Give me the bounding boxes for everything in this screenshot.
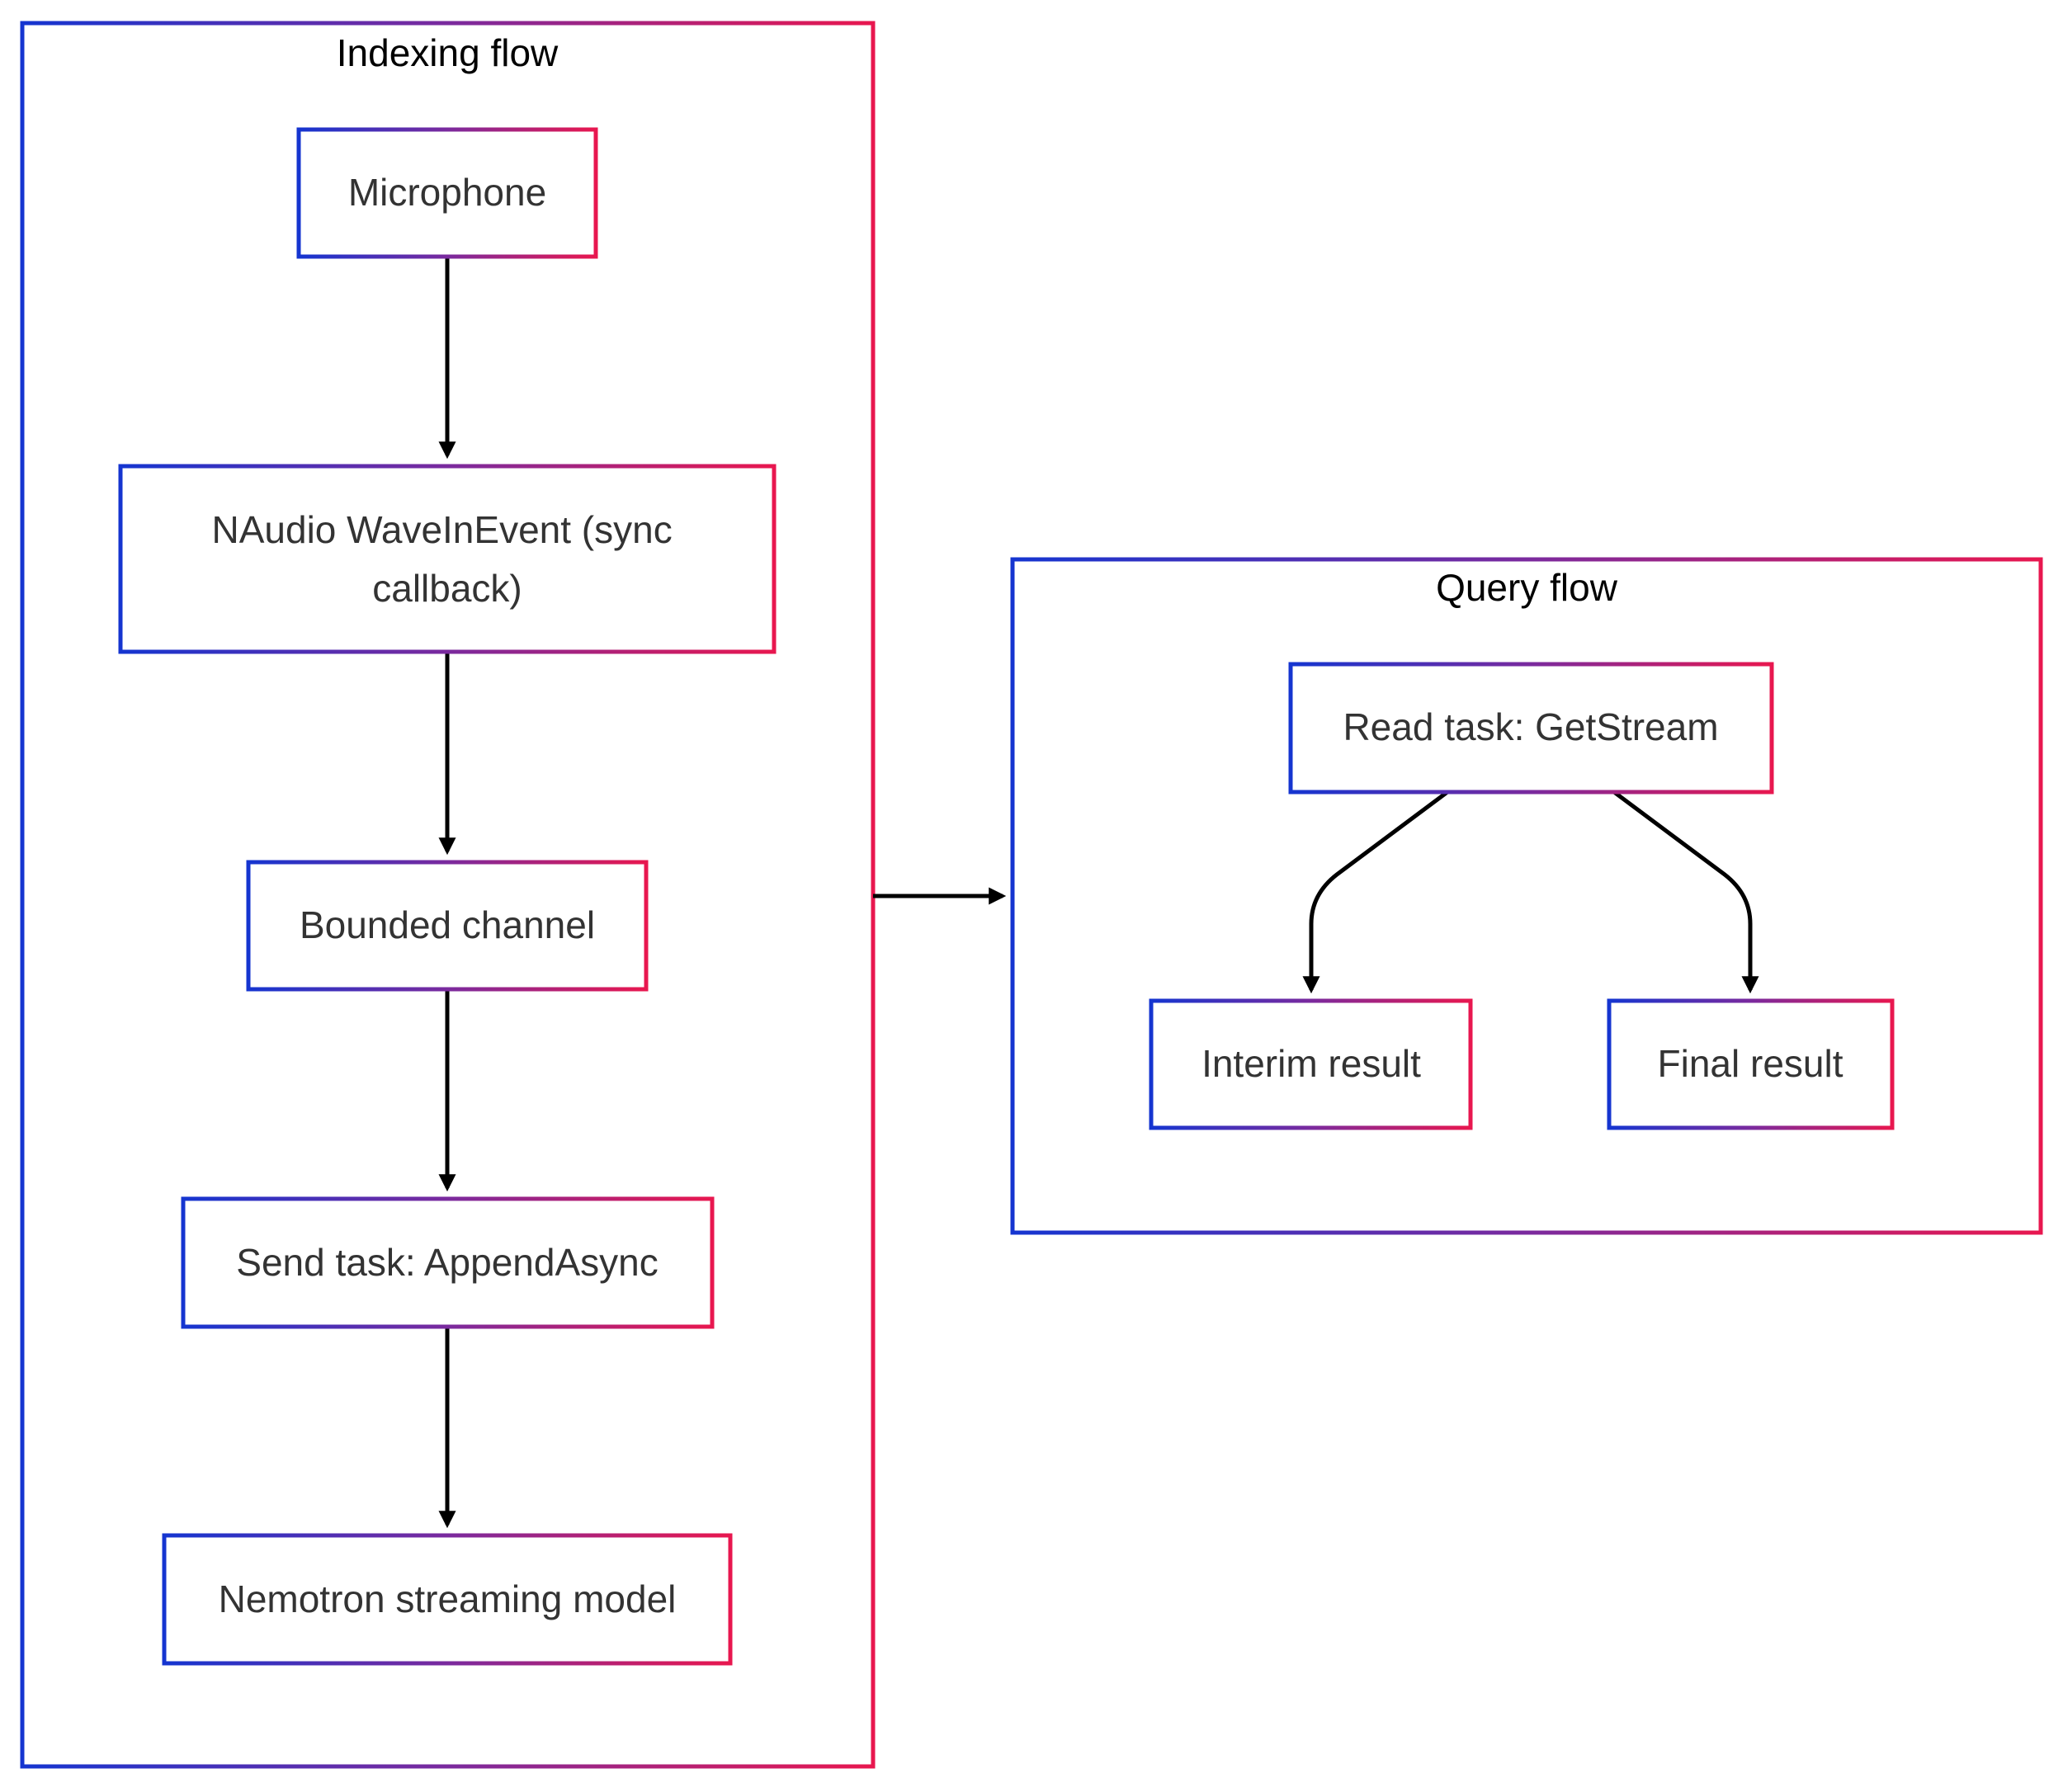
node-microphone-label: Microphone: [348, 171, 546, 214]
node-nemotron-box: [162, 1533, 733, 1666]
node-final-result: Final result: [1607, 998, 1895, 1130]
node-microphone: Microphone: [296, 127, 598, 259]
node-send-task-label: Send task: AppendAsync: [236, 1241, 658, 1284]
node-final-result-label: Final result: [1658, 1042, 1843, 1085]
node-interim-result-label: Interim result: [1201, 1042, 1421, 1085]
node-interim-result-box: [1149, 998, 1473, 1130]
node-naudio-box: [118, 464, 777, 654]
node-bounded-channel-box: [246, 860, 649, 992]
node-send-task-box: [181, 1196, 715, 1329]
edge-read-to-interim: [1302, 790, 1449, 994]
node-bounded-channel-label: Bounded channel: [300, 903, 595, 946]
query-flow-title: Query flow: [1436, 566, 1618, 609]
node-read-task-box: [1288, 662, 1774, 795]
edges: [438, 257, 1759, 1529]
node-final-result-box: [1607, 998, 1895, 1130]
node-microphone-box: [296, 127, 598, 259]
query-flow-border: [1010, 557, 2043, 1235]
indexing-flow-title: Indexing flow: [337, 31, 559, 74]
node-nemotron: Nemotron streaming model: [162, 1533, 733, 1666]
node-read-task-label: Read task: GetStream: [1343, 705, 1718, 748]
node-naudio-label-line2: callback): [372, 567, 522, 610]
edge-read-to-final: [1612, 790, 1759, 994]
node-send-task: Send task: AppendAsync: [181, 1196, 715, 1329]
query-flow-cluster: Query flow: [1010, 557, 2043, 1235]
node-bounded-channel: Bounded channel: [246, 860, 649, 992]
node-naudio: NAudio WaveInEvent (sync callback): [118, 464, 777, 654]
node-interim-result: Interim result: [1149, 998, 1473, 1130]
node-naudio-label-line1: NAudio WaveInEvent (sync: [212, 508, 673, 551]
node-nemotron-label: Nemotron streaming model: [219, 1577, 677, 1620]
node-read-task: Read task: GetStream: [1288, 662, 1774, 795]
node-naudio-label: NAudio WaveInEvent (sync callback): [212, 508, 683, 610]
